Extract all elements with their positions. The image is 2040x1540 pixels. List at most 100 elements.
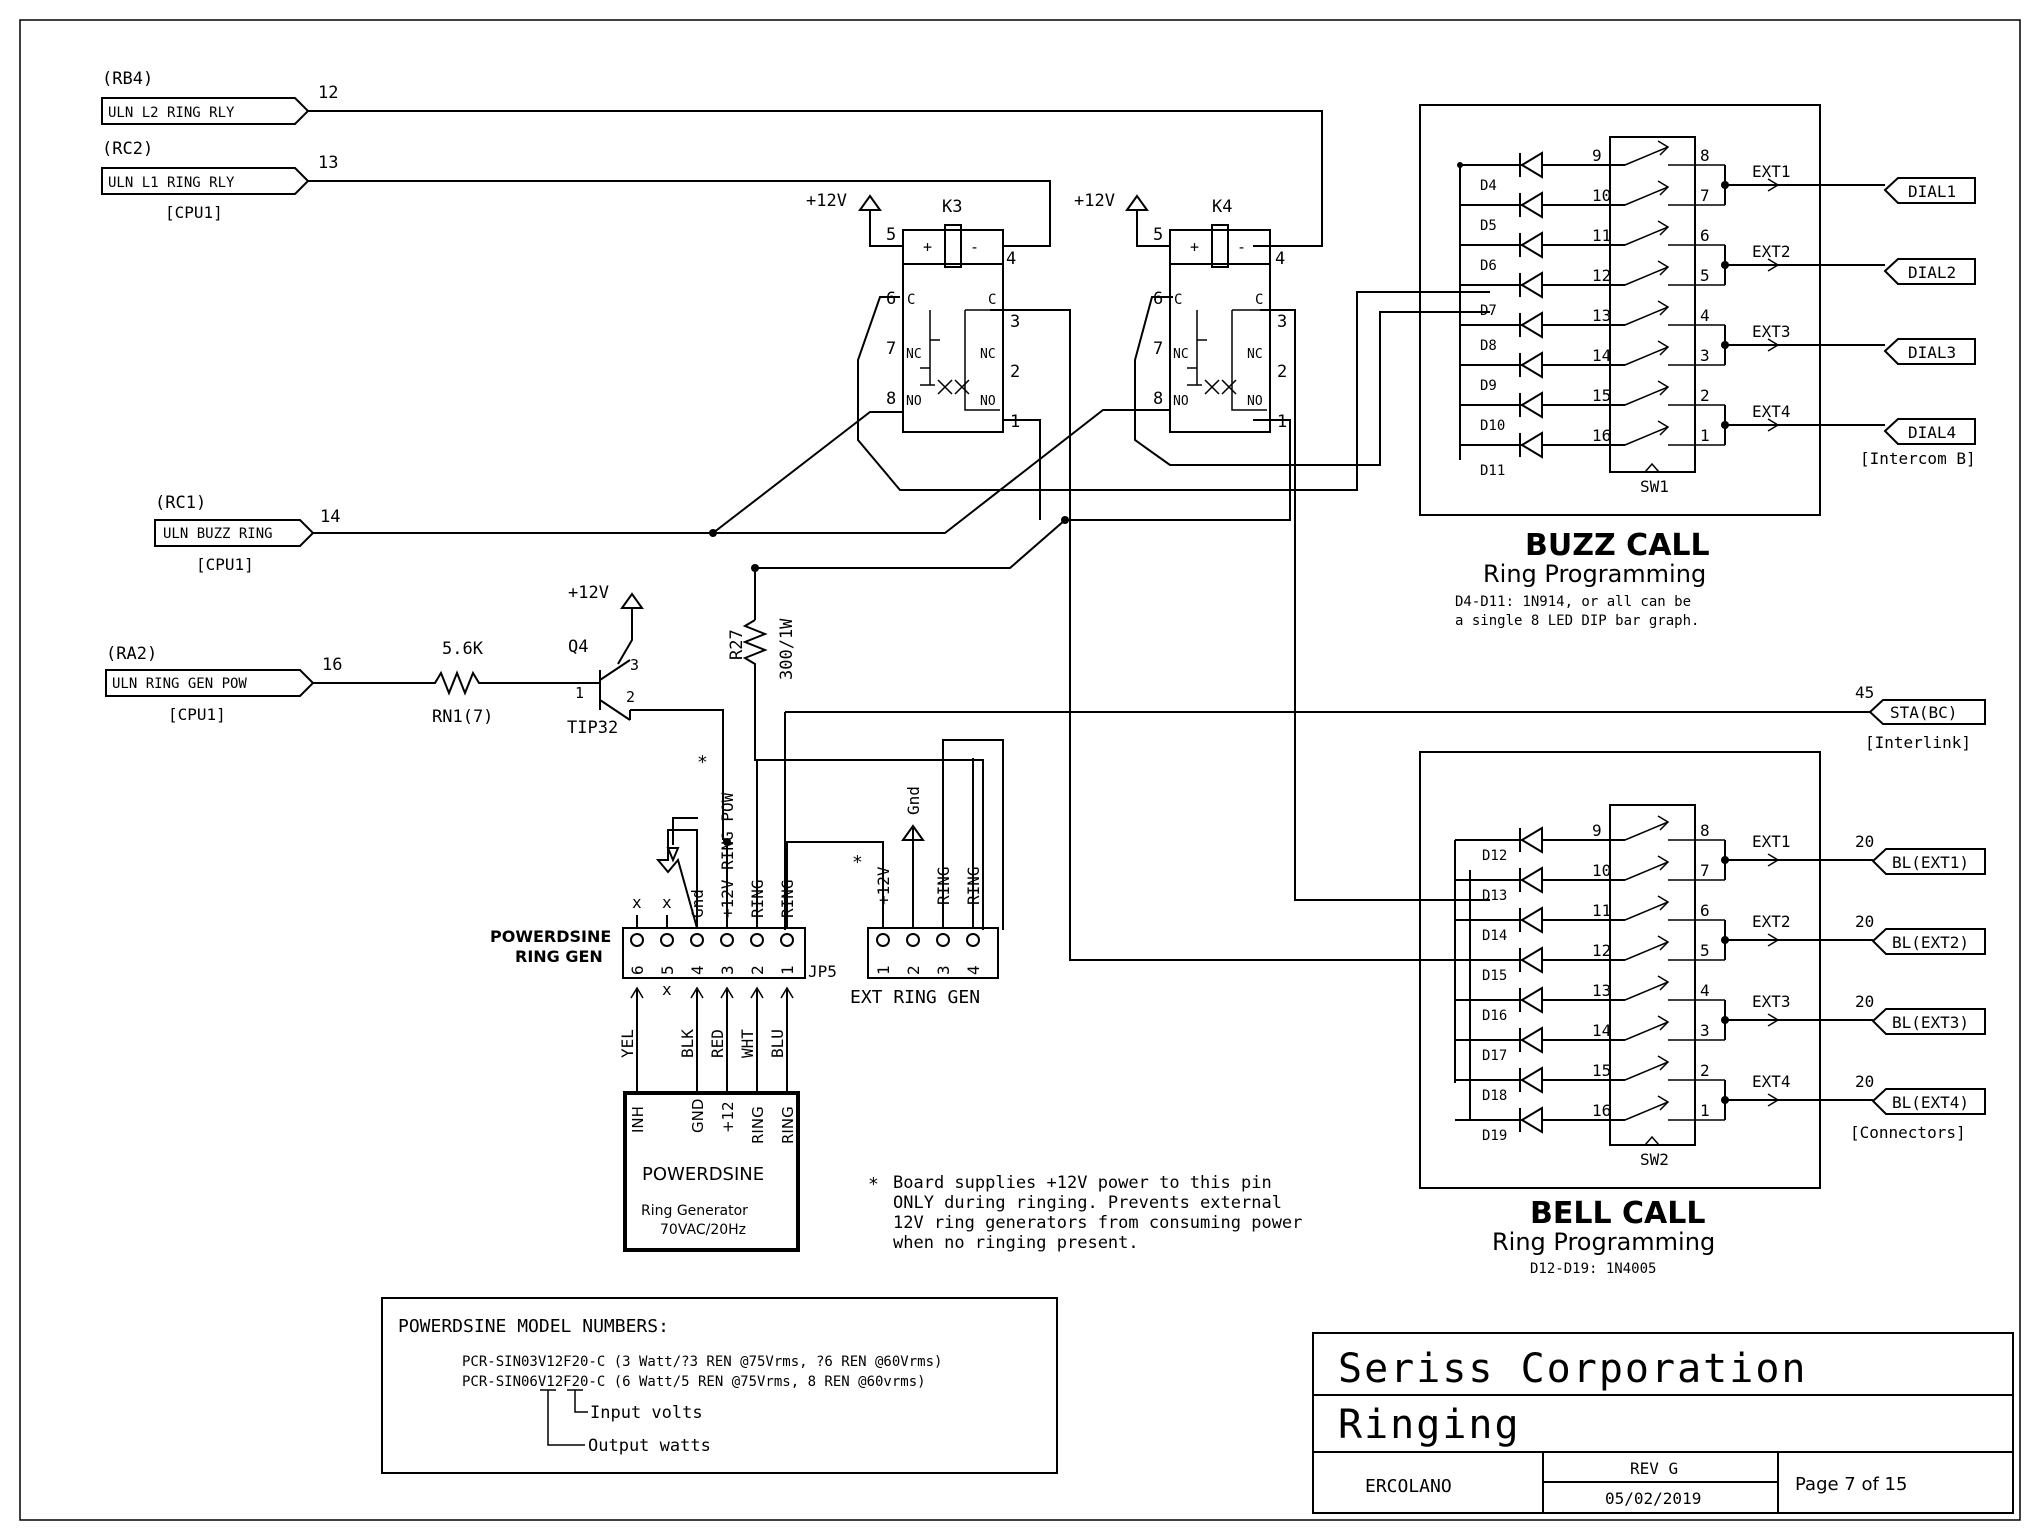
contact-c: C bbox=[988, 292, 996, 308]
ext-label: EXT1 bbox=[1752, 162, 1791, 181]
jp5-bottom-label: BLK bbox=[678, 1029, 697, 1058]
contact-no: NO bbox=[906, 394, 922, 409]
port-label: ULN BUZZ RING bbox=[163, 526, 273, 542]
jp5-star: * bbox=[697, 752, 708, 773]
switch-name: SW1 bbox=[1640, 477, 1669, 496]
coil-minus: - bbox=[1237, 238, 1246, 256]
switch-pin-right: 6 bbox=[1700, 901, 1710, 920]
pin-1: 1 bbox=[1277, 412, 1287, 432]
port-pin: 14 bbox=[320, 507, 340, 527]
pin-6: 6 bbox=[1153, 289, 1163, 309]
jp5-title: RING GEN bbox=[515, 947, 603, 966]
port-register: (RC2) bbox=[102, 139, 153, 159]
switch-pin-right: 6 bbox=[1700, 226, 1710, 245]
resistor-rn1: 5.6K RN1(7) bbox=[313, 639, 600, 727]
date: 05/02/2019 bbox=[1605, 1489, 1701, 1508]
bell-diode-symbol bbox=[1520, 866, 1543, 894]
buzz-title: BUZZ CALL bbox=[1525, 528, 1710, 563]
jp5-pin-number: 5 bbox=[658, 965, 677, 975]
footnote-line: Board supplies +12V power to this pin bbox=[893, 1173, 1272, 1193]
jp5-pin bbox=[720, 933, 734, 947]
switch-pin-left: 13 bbox=[1592, 981, 1611, 1000]
switch-pin-right: 1 bbox=[1700, 1101, 1710, 1120]
bell-title: BELL CALL bbox=[1530, 1196, 1706, 1231]
port-pin: 20 bbox=[1855, 912, 1874, 931]
intercom-note: [Intercom B] bbox=[1860, 449, 1976, 468]
pin-5: 5 bbox=[886, 225, 896, 245]
port-pin: 45 bbox=[1855, 683, 1874, 702]
ext-label: EXT3 bbox=[1752, 322, 1791, 341]
diode-d18: D18 bbox=[1482, 1088, 1507, 1104]
ext-pin-number: 2 bbox=[904, 965, 923, 975]
ext-label: EXT2 bbox=[1752, 912, 1791, 931]
q4-name: Q4 bbox=[568, 637, 588, 657]
ext-label: EXT2 bbox=[1752, 242, 1791, 261]
module-pin-label: INH bbox=[629, 1106, 647, 1133]
pin-2: 2 bbox=[1277, 362, 1287, 382]
ext-label: EXT1 bbox=[1752, 832, 1791, 851]
pin-3: 3 bbox=[1010, 312, 1020, 332]
contact-nc: NC bbox=[906, 347, 922, 362]
bell-diode-symbol bbox=[1520, 986, 1543, 1014]
switch-pin-right: 7 bbox=[1700, 861, 1710, 880]
r27-value: 300/1W bbox=[777, 618, 797, 680]
switch-pin-left: 14 bbox=[1592, 1021, 1611, 1040]
bell-diode-symbol bbox=[1520, 826, 1543, 854]
left-port-rc1: (RC1) ULN BUZZ RING 14 [CPU1] bbox=[154, 493, 340, 574]
switch-name: SW2 bbox=[1640, 1150, 1669, 1169]
port-sta-bc: STA(BC) bbox=[1890, 703, 1957, 722]
port-pin: 16 bbox=[322, 655, 342, 675]
module-pin-label: RING bbox=[779, 1106, 797, 1144]
footnote: * Board supplies +12V power to this pin … bbox=[868, 1173, 1302, 1253]
pin-1: 1 bbox=[1010, 412, 1020, 432]
coil-minus: - bbox=[970, 238, 979, 256]
ext-pin-number: 1 bbox=[874, 965, 893, 975]
switch-pin-right: 2 bbox=[1700, 386, 1710, 405]
ext-pin-number: 4 bbox=[964, 965, 983, 975]
buzz-diode-symbol bbox=[1520, 351, 1543, 379]
footnote-star: * bbox=[868, 1174, 879, 1195]
contact-no: NO bbox=[1173, 394, 1189, 409]
left-port-rb4: (RB4) ULN L2 RING RLY 12 bbox=[101, 69, 338, 125]
module-pin-label: GND bbox=[689, 1099, 707, 1133]
buzz-diode-symbol bbox=[1520, 311, 1543, 339]
switch-pin-left: 12 bbox=[1592, 266, 1611, 285]
port-bl-ext3: BL(EXT3) bbox=[1892, 1013, 1969, 1032]
contact-c: C bbox=[907, 292, 915, 308]
jp5-pin-number: 2 bbox=[748, 965, 767, 975]
page-number: Page 7 of 15 bbox=[1795, 1474, 1907, 1495]
contact-nc: NC bbox=[1173, 347, 1189, 362]
buzz-diode-symbol bbox=[1520, 191, 1543, 219]
model-title: POWERDSINE MODEL NUMBERS: bbox=[398, 1316, 669, 1337]
q4-pin3: 3 bbox=[630, 656, 639, 674]
switch-pin-right: 3 bbox=[1700, 346, 1710, 365]
rn1-value: 5.6K bbox=[442, 639, 484, 659]
port-dial3: DIAL3 bbox=[1908, 343, 1956, 362]
port-register: (RA2) bbox=[106, 644, 157, 664]
port-label: ULN L1 RING RLY bbox=[108, 175, 235, 191]
switch-pin-right: 2 bbox=[1700, 1061, 1710, 1080]
module-line1: Ring Generator bbox=[641, 1203, 748, 1219]
pin-3: 3 bbox=[1277, 312, 1287, 332]
port-label: ULN RING GEN POW bbox=[112, 676, 247, 692]
q4-supply: +12V bbox=[568, 583, 609, 603]
contact-nc: NC bbox=[1247, 347, 1263, 362]
contact-nc: NC bbox=[980, 347, 996, 362]
company-name: Seriss Corporation bbox=[1338, 1346, 1807, 1392]
relay-k3: K3 +12V 5 4 + - 6 7 8 C NC NO 3 2 1 C NC… bbox=[806, 191, 1020, 433]
module-pin-label: +12 bbox=[719, 1101, 737, 1133]
switch-pin-right: 5 bbox=[1700, 941, 1710, 960]
port-pin: 20 bbox=[1855, 1072, 1874, 1091]
diode-d7: D7 bbox=[1480, 303, 1497, 319]
left-port-ra2: (RA2) ULN RING GEN POW 16 [CPU1] bbox=[105, 644, 342, 724]
ext-pin-number: 3 bbox=[934, 965, 953, 975]
switch-pin-left: 14 bbox=[1592, 346, 1611, 365]
buzz-note: D4-D11: 1N914, or all can be bbox=[1455, 594, 1691, 610]
pin-6: 6 bbox=[886, 289, 896, 309]
port-register: (RC1) bbox=[155, 493, 206, 513]
sheet-title: Ringing bbox=[1338, 1402, 1521, 1448]
